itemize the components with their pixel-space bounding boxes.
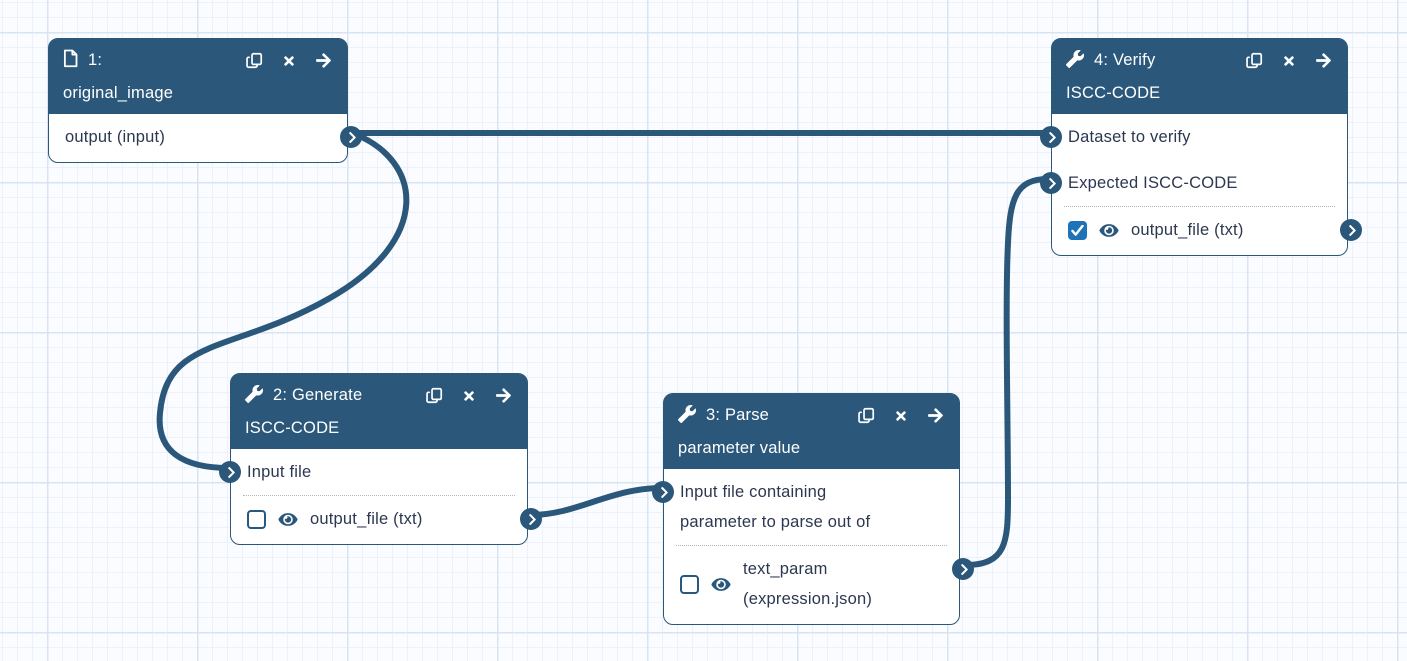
output-checkbox[interactable] (680, 574, 699, 594)
node-header[interactable]: 3: Parse parameter value (664, 394, 959, 469)
node-body: Input file containing parameter to parse… (652, 469, 974, 624)
node-body: output (input) (49, 114, 362, 162)
input-label: Input file (247, 463, 312, 481)
inputs-outputs-divider (1064, 206, 1335, 207)
delete-node-button[interactable] (1282, 54, 1296, 68)
node-actions (426, 387, 512, 404)
wrench-icon (1066, 48, 1084, 78)
node-input-row: Dataset to verify (1040, 114, 1347, 160)
node-title: 3: Parse parameter value (678, 406, 801, 457)
node-output-row: output_file (txt) (1052, 207, 1362, 253)
delete-node-button[interactable] (282, 54, 296, 68)
delete-node-button[interactable] (462, 389, 476, 403)
node-body: Input file output_file (txt) (219, 449, 542, 544)
node-input-row: Expected ISCC-CODE (1040, 160, 1347, 206)
connection-wire[interactable] (962, 176, 1051, 568)
eye-icon[interactable] (276, 511, 300, 528)
open-node-button[interactable] (315, 52, 332, 69)
file-icon (63, 48, 78, 78)
wrench-icon (678, 403, 696, 433)
node-input-row: Input file (219, 449, 527, 495)
input-terminal[interactable] (219, 461, 241, 483)
output-terminal[interactable] (340, 126, 362, 148)
output-terminal[interactable] (520, 508, 542, 530)
node-actions (858, 407, 944, 424)
wrench-icon (245, 383, 263, 413)
output-checkbox[interactable] (247, 509, 266, 529)
inputs-outputs-divider (676, 545, 947, 546)
clone-node-button[interactable] (246, 52, 263, 69)
eye-icon[interactable] (709, 576, 733, 593)
clone-node-button[interactable] (1246, 52, 1263, 69)
delete-node-button[interactable] (894, 409, 908, 423)
connection-wire[interactable] (156, 130, 410, 471)
open-node-button[interactable] (927, 407, 944, 424)
input-terminal[interactable] (652, 481, 674, 503)
open-node-button[interactable] (495, 387, 512, 404)
node-title: 2: Generate ISCC-CODE (245, 386, 363, 437)
clone-node-button[interactable] (858, 407, 875, 424)
input-label: Expected ISCC-CODE (1068, 174, 1238, 192)
node-header[interactable]: 4: Verify ISCC-CODE (1052, 39, 1347, 114)
node-actions (246, 52, 332, 69)
node-output-row: output (input) (49, 114, 362, 160)
connection-wire[interactable] (528, 485, 665, 518)
node-header[interactable]: 2: Generate ISCC-CODE (231, 374, 527, 449)
node-title: 1: original_image (63, 51, 174, 102)
output-label: output_file (txt) (1131, 221, 1244, 239)
open-node-button[interactable] (1315, 52, 1332, 69)
input-label: Input file containing parameter to parse… (680, 483, 871, 531)
output-checkbox[interactable] (1068, 220, 1087, 240)
node-output-row: output_file (txt) (231, 496, 542, 542)
input-terminal[interactable] (1040, 172, 1062, 194)
output-terminal[interactable] (952, 558, 974, 580)
input-terminal[interactable] (1040, 126, 1062, 148)
node-output-row: text_param (expression.json) (664, 546, 974, 622)
node-header[interactable]: 1: original_image (49, 39, 347, 114)
node-actions (1246, 52, 1332, 69)
eye-icon[interactable] (1097, 222, 1121, 239)
output-label: text_param (expression.json) (743, 560, 873, 608)
output-label: output_file (txt) (310, 510, 423, 528)
inputs-outputs-divider (243, 495, 515, 496)
node-input-row: Input file containing parameter to parse… (652, 469, 959, 545)
workflow-node-2[interactable]: 2: Generate ISCC-CODE Input file output_fi… (219, 373, 542, 545)
input-label: Dataset to verify (1068, 128, 1191, 146)
node-title: 4: Verify ISCC-CODE (1066, 51, 1161, 102)
output-terminal[interactable] (1340, 219, 1362, 241)
output-label: output (input) (65, 128, 166, 146)
clone-node-button[interactable] (426, 387, 443, 404)
